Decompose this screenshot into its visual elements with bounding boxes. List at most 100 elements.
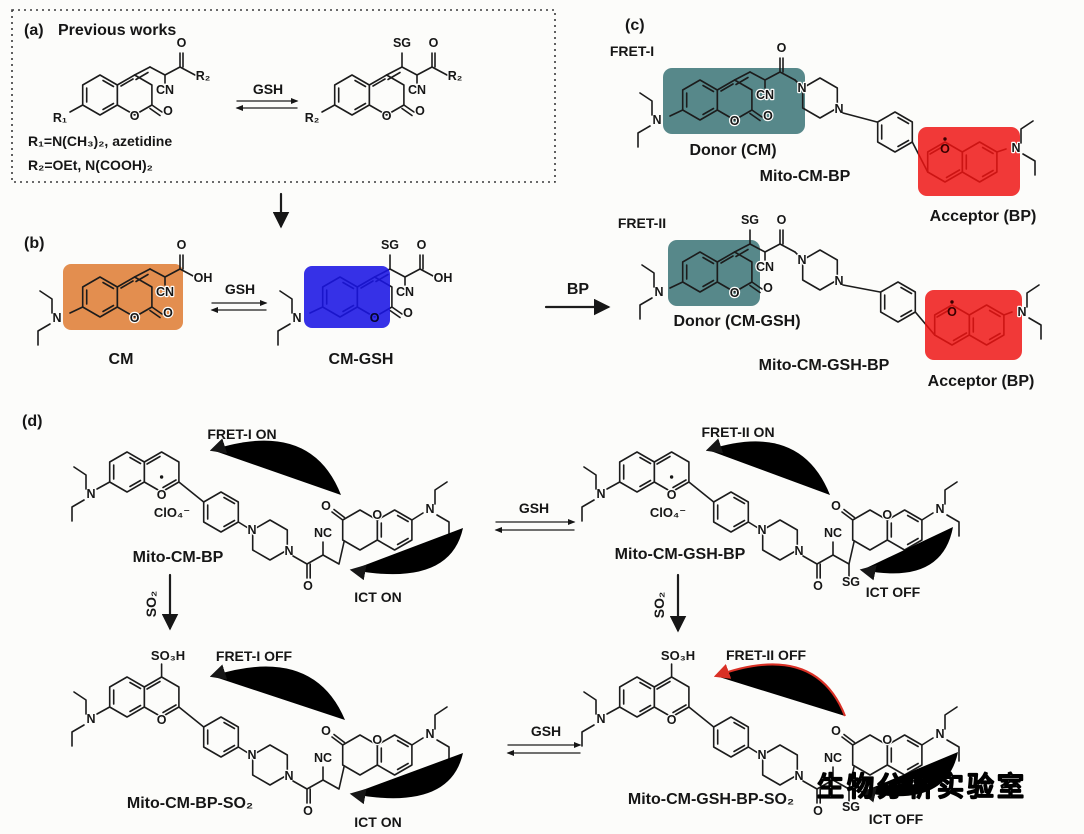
panel-a-tag: (a) <box>24 22 44 39</box>
ict-on-label: ICT ON <box>354 589 401 605</box>
pyrylium-charge-dot <box>669 475 674 479</box>
mito-cm-bp-name: Mito-CM-BP <box>133 549 224 566</box>
atom-label-r2: R₂ <box>196 69 211 83</box>
atom-label-n: N <box>1011 141 1020 155</box>
panel-d: (d) ClO₄⁻ FRET-I ON Mito-CM-BP ICT ON GS… <box>21 412 1027 831</box>
r2-definition: R₂=OEt, N(COOH)₂ <box>28 157 153 173</box>
clo4-counterion: ClO₄⁻ <box>650 505 686 520</box>
atom-label-n: N <box>1017 305 1026 319</box>
atom-label-n2: N <box>834 102 843 116</box>
n-aryl-bond <box>842 112 878 123</box>
panel-c: (c) FRET-I N N N O N Donor (CM) Mito-CM-… <box>609 16 1042 392</box>
gsh-label: GSH <box>225 281 255 297</box>
atom-label-r1: R₁ <box>53 111 67 125</box>
acceptor-bp-label: Acceptor (BP) <box>928 373 1035 390</box>
mito-cm-bp-so2-name: Mito-CM-BP-SO₂ <box>127 795 253 812</box>
clo4-counterion: ClO₄⁻ <box>154 505 190 520</box>
amide-n-bond <box>794 251 802 259</box>
amide-n-bond <box>794 79 802 87</box>
ict-on-label: ICT ON <box>354 814 401 830</box>
fret-ii-on-label: FRET-II ON <box>701 424 774 440</box>
atom-label-n1: N <box>797 81 806 95</box>
mito-cm-gsh-bp-name: Mito-CM-GSH-BP <box>759 357 890 374</box>
reactant-structure <box>69 34 197 123</box>
gsh-equilibrium-b: GSH <box>210 280 268 314</box>
atom-label-n: N <box>654 285 663 299</box>
cm-name: CM <box>109 351 134 368</box>
atom-label-n: N <box>292 311 301 325</box>
atom-label-o-plus: O <box>947 305 957 319</box>
so3h-group: SO₃H <box>151 648 185 663</box>
cm-gsh-highlight-box <box>304 266 390 328</box>
ict-on-arrow <box>349 753 463 805</box>
donor-cm-gsh-structure <box>669 213 795 300</box>
so2-label: SO₂ <box>143 591 159 617</box>
ict-off-label: ICT OFF <box>869 811 924 827</box>
fret-i-label: FRET-I <box>610 43 654 59</box>
quadrant-mito-cm-bp-so2: SO₃H FRET-I OFF Mito-CM-BP-SO₂ ICT ON <box>72 647 463 831</box>
quadrant-mito-cm-gsh-bp-so2: SO₃H SG FRET-II OFF Mito-CM-GSH-BP-SO₂ I… <box>582 646 959 828</box>
acceptor-bp-highlight-box <box>918 127 1020 196</box>
product-structure <box>321 36 447 123</box>
cm-gsh-name: CM-GSH <box>329 351 394 368</box>
fret-i-on-arrow <box>209 438 341 495</box>
so2-arrow-right: SO₂ <box>650 573 687 633</box>
atom-label-n: N <box>652 113 661 127</box>
fret-i-off-arrow <box>209 664 345 720</box>
cm-structure <box>69 236 197 325</box>
acceptor-bp-highlight-box <box>925 290 1022 360</box>
panel-d-tag: (d) <box>22 413 42 430</box>
quadrant-mito-cm-bp: ClO₄⁻ FRET-I ON Mito-CM-BP ICT ON <box>72 425 463 606</box>
gsh-equilibrium-top: GSH <box>494 499 576 534</box>
atom-label-sg: SG <box>842 575 860 589</box>
atom-label-r2c: R₂ <box>448 69 463 83</box>
panel-a: (a) Previous works R₁ R₂ GSH R₂ R₂ R₁=N(… <box>11 9 556 183</box>
panel-a-title: Previous works <box>58 22 176 39</box>
mito-cm-bp-name: Mito-CM-BP <box>760 168 851 185</box>
acceptor-bp-label: Acceptor (BP) <box>930 208 1037 225</box>
ict-off-arrow <box>859 527 953 581</box>
r1-definition: R₁=N(CH₃)₂, azetidine <box>28 133 172 149</box>
quadrant-mito-cm-gsh-bp: ClO₄⁻ SG FRET-II ON Mito-CM-GSH-BP ICT O… <box>582 423 959 601</box>
atom-label-o-plus: O <box>940 142 950 156</box>
bp-arrow: BP <box>544 280 611 316</box>
atom-label-n2: N <box>834 274 843 288</box>
pyrylium-charge-dot <box>943 137 947 141</box>
fret-i-off-label: FRET-I OFF <box>216 648 293 664</box>
fret-ii-on-arrow <box>705 438 830 495</box>
donor-cm-gsh-label: Donor (CM-GSH) <box>673 313 800 330</box>
so2-label: SO₂ <box>651 592 667 618</box>
bp-label: BP <box>567 281 590 298</box>
atom-label-r2b: R₂ <box>305 111 320 125</box>
so3h-group: SO₃H <box>661 648 695 663</box>
watermark-text: 生物分析实验室 <box>817 771 1027 802</box>
pyrylium-charge-dot <box>950 300 954 304</box>
atom-label-oh: OH <box>194 271 213 285</box>
ict-on-arrow <box>349 528 463 581</box>
donor-cm-label: Donor (CM) <box>689 142 776 159</box>
atom-label-ring-o-overlay: O <box>370 311 380 325</box>
ict-off-arrow <box>859 752 958 803</box>
panel-b-tag: (b) <box>24 235 44 252</box>
ict-off-label: ICT OFF <box>866 584 921 600</box>
atom-label-n: N <box>52 311 61 325</box>
fret-i-on-label: FRET-I ON <box>207 426 276 442</box>
atom-label-sg: SG <box>842 800 860 814</box>
gsh-label: GSH <box>519 500 549 516</box>
gsh-equilibrium-bottom: GSH <box>506 722 582 757</box>
fret-ii-off-red-arrow <box>713 663 846 717</box>
mito-cm-gsh-bp-name: Mito-CM-GSH-BP <box>615 546 746 563</box>
gsh-label: GSH <box>253 81 283 97</box>
gsh-label: GSH <box>531 723 561 739</box>
fret-ii-off-label: FRET-II OFF <box>726 647 807 663</box>
pyrylium-charge-dot <box>159 475 164 479</box>
gsh-equilibrium-a: GSH <box>235 80 299 112</box>
panel-c-tag: (c) <box>625 17 645 34</box>
n-aryl-bond <box>842 284 881 293</box>
atom-label-oh: OH <box>434 271 453 285</box>
mito-cm-gsh-bp-so2-name: Mito-CM-GSH-BP-SO₂ <box>628 791 794 808</box>
atom-label-n1: N <box>797 253 806 267</box>
